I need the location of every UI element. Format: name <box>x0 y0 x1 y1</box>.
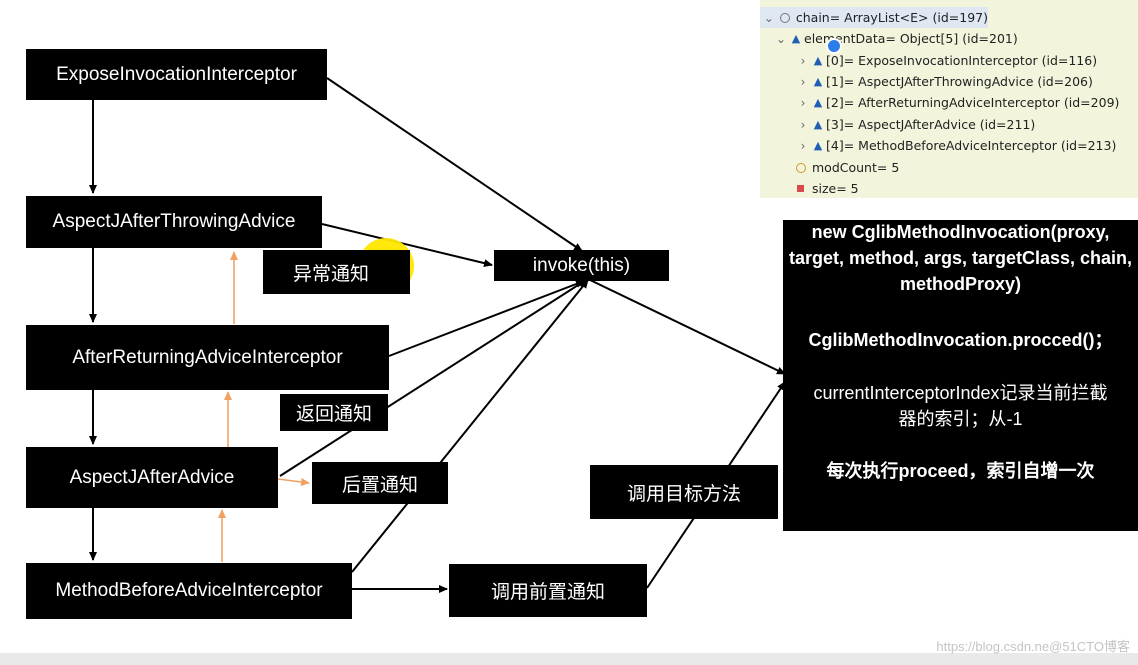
debug-row-modcount[interactable]: modCount= 5 <box>792 157 899 178</box>
triangle-field-icon: ▲ <box>791 32 801 45</box>
label-after-notify: 后置通知 <box>312 462 448 504</box>
debug-item-text: [2]= AfterReturningAdviceInterceptor (id… <box>826 95 1120 110</box>
edge-after-to-invoke <box>279 279 587 477</box>
debug-size-text: size= 5 <box>812 181 859 196</box>
debug-modcount-text: modCount= 5 <box>812 160 900 175</box>
edge-afterreturning-to-invoke <box>388 280 585 357</box>
edge-afterthrowing-to-invoke <box>321 223 493 268</box>
collapse-chevron-icon[interactable]: ⌄ <box>763 10 774 25</box>
label-return-text: 返回通知 <box>295 404 372 425</box>
debug-row-item-0[interactable]: › ▲ [0]= ExposeInvocationInterceptor (id… <box>796 50 1098 71</box>
watermark: https://blog.csdn.ne@51CTO博客 <box>936 639 1130 654</box>
chevron-right-icon[interactable]: › <box>800 95 806 110</box>
label-call-before-notify: 调用前置通知 <box>449 564 647 617</box>
mouse-cursor-icon <box>826 38 842 54</box>
debug-row-item-3[interactable]: › ▲ [3]= AspectJAfterAdvice (id=211) <box>796 114 1036 135</box>
node-afterthrowing-label: AspectJAfterThrowingAdvice <box>52 211 296 232</box>
chevron-right-icon[interactable]: › <box>800 117 806 132</box>
explanation-panel: new CglibMethodInvocation(proxy, target,… <box>783 220 1138 531</box>
debug-row-elementdata[interactable]: ⌄ ▲ elementData= Object[5] (id=201) <box>774 28 1018 49</box>
debug-item-text: [4]= MethodBeforeAdviceInterceptor (id=2… <box>826 138 1117 153</box>
node-invoke-label: invoke(this) <box>532 254 631 276</box>
field-circle-icon <box>779 12 790 23</box>
expand-chevron-icon[interactable]: ⌄ <box>775 31 787 46</box>
field-circle-icon <box>796 162 806 173</box>
chevron-right-icon[interactable]: › <box>800 74 806 89</box>
chevron-right-icon[interactable]: › <box>800 53 806 68</box>
panel-line-7: 每次执行proceed，索引自增一次 <box>826 461 1095 481</box>
triangle-field-icon: ▲ <box>813 96 823 109</box>
node-afterreturning-label: AfterReturningAdviceInterceptor <box>72 346 343 368</box>
debug-item-text: [1]= AspectJAfterThrowingAdvice (id=206) <box>826 74 1093 89</box>
triangle-field-icon: ▲ <box>813 118 823 131</box>
node-aspectj-after-throwing-advice: AspectJAfterThrowingAdvice <box>26 196 322 248</box>
node-after-label: AspectJAfterAdvice <box>69 466 235 488</box>
label-return-notify: 返回通知 <box>280 394 388 431</box>
triangle-field-icon: ▲ <box>813 54 823 67</box>
node-expose-label: ExposeInvocationInterceptor <box>56 63 297 85</box>
debug-row-item-2[interactable]: › ▲ [2]= AfterReturningAdviceInterceptor… <box>796 92 1120 113</box>
edge-invoke-to-panel <box>587 278 786 375</box>
edge-after-to-after-notify <box>277 478 310 486</box>
label-exception-text: 异常通知 <box>293 263 370 285</box>
node-methodbefore-label: MethodBeforeAdviceInterceptor <box>55 580 323 601</box>
label-call-before-text: 调用前置通知 <box>490 582 605 603</box>
panel-line-3: methodProxy) <box>899 274 1022 294</box>
debug-item-text: [0]= ExposeInvocationInterceptor (id=116… <box>826 53 1098 68</box>
panel-line-5: currentInterceptorIndex记录当前拦截 <box>813 383 1108 403</box>
panel-line-1: new CglibMethodInvocation(proxy, <box>811 222 1110 242</box>
label-after-text: 后置通知 <box>341 474 418 496</box>
triangle-field-icon: ▲ <box>813 139 823 152</box>
node-aspectj-after-advice: AspectJAfterAdvice <box>26 447 278 508</box>
debug-row-item-4[interactable]: › ▲ [4]= MethodBeforeAdviceInterceptor (… <box>796 135 1117 156</box>
debugger-variables-panel: ⌄ chain= ArrayList<E> (id=197) ⌄ ▲ eleme… <box>760 0 1138 198</box>
field-square-icon <box>797 185 804 192</box>
label-call-target: 调用目标方法 <box>590 465 778 519</box>
debug-item-text: [3]= AspectJAfterAdvice (id=211) <box>826 117 1036 132</box>
triangle-field-icon: ▲ <box>813 75 823 88</box>
debug-chain-text: chain= ArrayList<E> (id=197) <box>795 10 988 25</box>
node-after-returning-advice-interceptor: AfterReturningAdviceInterceptor <box>26 325 389 390</box>
label-call-target-text: 调用目标方法 <box>626 483 741 505</box>
panel-line-6: 器的索引；从-1 <box>898 409 1023 429</box>
node-method-before-advice-interceptor: MethodBeforeAdviceInterceptor <box>26 563 352 619</box>
node-expose-invocation-interceptor: ExposeInvocationInterceptor <box>26 49 327 100</box>
debug-row-item-1[interactable]: › ▲ [1]= AspectJAfterThrowingAdvice (id=… <box>796 71 1093 92</box>
node-invoke-this: invoke(this) <box>494 250 669 281</box>
debug-elementdata-text: elementData= Object[5] (id=201) <box>804 31 1018 46</box>
chevron-right-icon[interactable]: › <box>800 138 806 153</box>
panel-line-2: target, method, args, targetClass, chain… <box>788 248 1133 268</box>
footer-bar <box>0 653 1138 665</box>
debug-row-size[interactable]: size= 5 <box>792 178 859 199</box>
panel-line-4: CglibMethodInvocation.procced()； <box>808 330 1113 350</box>
label-exception-notify: 异常通知 <box>263 250 410 294</box>
debug-row-chain[interactable]: ⌄ chain= ArrayList<E> (id=197) <box>760 7 988 28</box>
edge-methodbefore-to-invoke <box>351 279 589 573</box>
edge-expose-to-invoke <box>326 77 583 252</box>
